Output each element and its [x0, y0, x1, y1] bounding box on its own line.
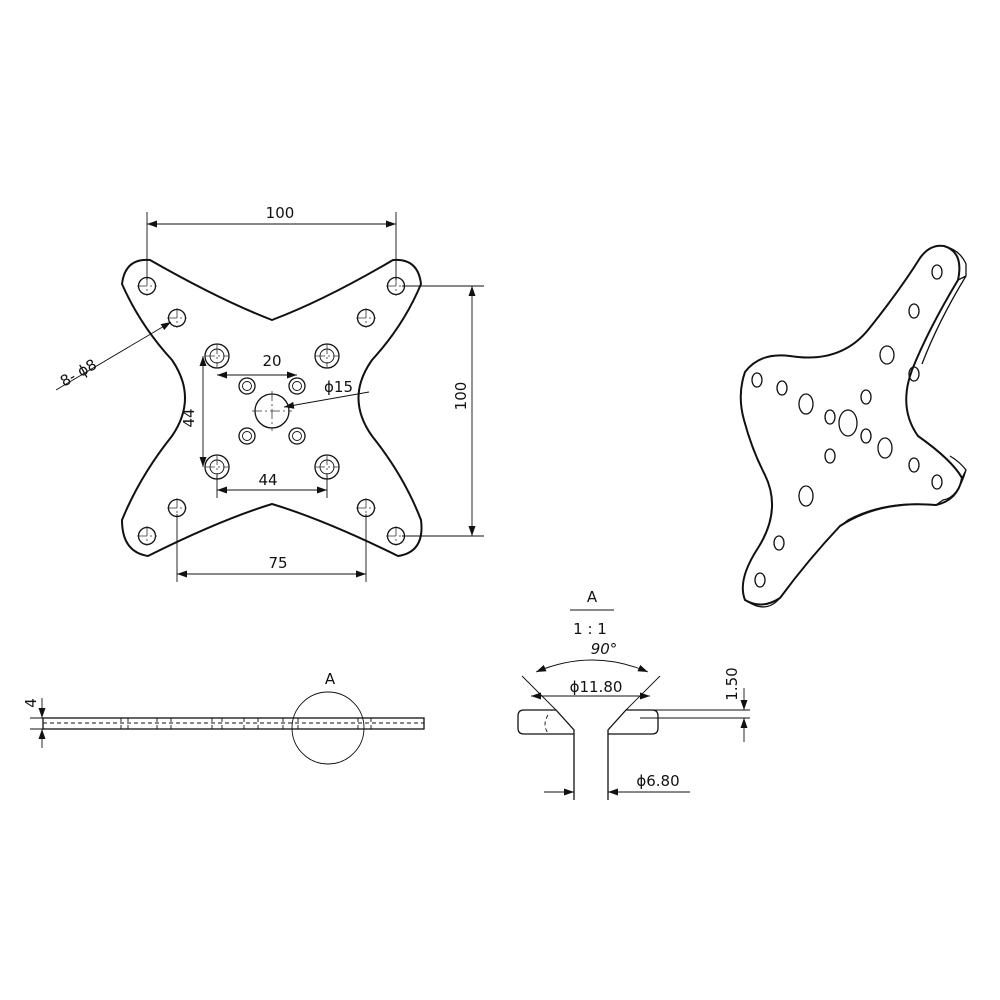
- dim-inner-height: 44: [180, 356, 207, 467]
- detail-hatch-boundary: [544, 714, 549, 734]
- dim-inner-width: 44: [216, 471, 328, 498]
- dim-depth-label: 1.50: [723, 667, 741, 700]
- detail-view: A 1 : 1 90° ϕ11.80 1.50 ϕ6.80: [517, 588, 750, 800]
- detail-circle-a-label: A: [325, 670, 336, 688]
- side-plate: [42, 717, 425, 730]
- iso-plate-edge: [744, 245, 967, 608]
- isometric-view: [739, 244, 967, 608]
- side-view: A 4: [22, 670, 425, 765]
- center-marks: [137, 276, 406, 546]
- top-view: 100 100 20 ϕ15 44 44: [55, 204, 484, 582]
- detail-title: A: [587, 588, 598, 606]
- dim-height-right-label: 100: [452, 382, 470, 411]
- dim-hole-pitch-label: 20: [262, 352, 281, 370]
- dim-holes-callout: 8- ϕ8: [55, 321, 172, 390]
- dim-thickness: 4: [22, 698, 48, 748]
- dim-center-hole: ϕ15: [283, 378, 370, 409]
- iso-plate-outline: [739, 244, 964, 606]
- dim-countersink-dia-label: ϕ11.80: [570, 678, 623, 696]
- dim-width-top: 100: [146, 204, 397, 280]
- dim-hole-dia-label: ϕ6.80: [636, 772, 679, 790]
- inner-holes: [238, 377, 306, 445]
- dim-countersink-dia: ϕ11.80: [531, 678, 650, 700]
- dim-bottom-width-label: 75: [268, 554, 287, 572]
- dim-inner-width-label: 44: [258, 471, 277, 489]
- iso-holes: [751, 264, 943, 588]
- plate-outline: [120, 258, 423, 558]
- detail-scale: 1 : 1: [573, 620, 607, 638]
- dim-angle-label: 90°: [591, 640, 618, 658]
- dim-height-right: 100: [402, 285, 484, 537]
- detail-circle-a: [291, 691, 365, 765]
- dim-angle: 90°: [521, 640, 661, 711]
- side-hidden-lines: [43, 718, 424, 729]
- dim-bottom-width: 75: [176, 514, 367, 582]
- dim-depth: 1.50: [626, 667, 750, 742]
- dim-inner-height-label: 44: [180, 408, 198, 427]
- dim-hole-dia: ϕ6.80: [544, 772, 690, 796]
- dim-center-hole-label: ϕ15: [324, 378, 353, 396]
- dim-width-top-label: 100: [266, 204, 295, 222]
- dim-holes-callout-label: 8- ϕ8: [57, 355, 100, 390]
- dim-hole-pitch: 20: [217, 352, 297, 379]
- dim-thickness-label: 4: [22, 698, 40, 708]
